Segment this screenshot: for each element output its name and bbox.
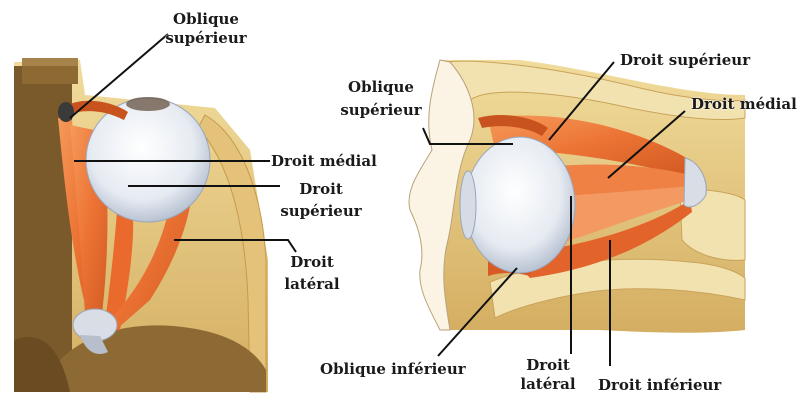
label-line-1: Droit <box>273 181 369 198</box>
label-right-droit-superieur: Droit supérieur <box>620 52 750 69</box>
label-right-oblique-inferieur: Oblique inférieur <box>320 361 466 378</box>
right-eyeball <box>465 137 575 273</box>
label-line-1: Oblique <box>158 11 254 28</box>
label-right-droit-medial: Droit médial <box>691 96 797 113</box>
label-line-1: Oblique <box>333 79 429 96</box>
left-illustration <box>14 58 268 392</box>
label-left-droit-superieur: Droit supérieur <box>273 181 369 220</box>
label-line-1: Droit <box>518 357 578 374</box>
label-left-droit-lateral: Droit latéral <box>277 254 347 293</box>
label-left-droit-medial: Droit médial <box>271 153 377 170</box>
label-line-2: latéral <box>518 376 578 393</box>
label-line-2: latéral <box>277 276 347 293</box>
label-left-oblique-superieur: Oblique supérieur <box>158 11 254 47</box>
label-right-oblique-superieur: Oblique supérieur <box>333 79 429 119</box>
label-line-2: supérieur <box>158 30 254 47</box>
label-right-droit-lateral: Droit latéral <box>518 357 578 393</box>
label-right-droit-inferieur: Droit inférieur <box>598 377 721 394</box>
label-line-1: Droit <box>277 254 347 271</box>
label-line-2: supérieur <box>273 203 369 220</box>
label-line-2: supérieur <box>333 102 429 119</box>
